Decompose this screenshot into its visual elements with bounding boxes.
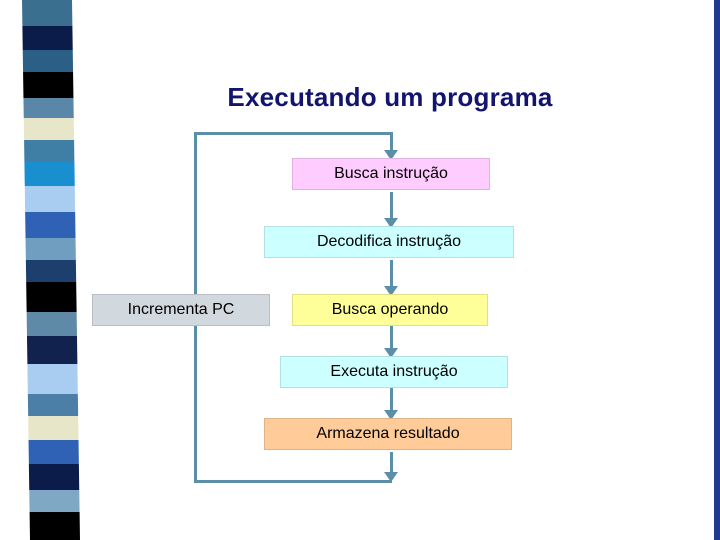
flow-node-label: Executa instrução	[330, 363, 458, 380]
arrow-to-executa-instrucao	[384, 348, 398, 358]
arrow-to-busca-instrucao	[384, 150, 398, 160]
loop-top-segment	[194, 132, 392, 135]
stripe-band-4	[0, 98, 95, 118]
flow-node-decodifica-instrucao[interactable]: Decodifica instrução	[264, 226, 519, 263]
flow-node-label: Busca instrução	[334, 165, 448, 182]
flow-node-incrementa-pc[interactable]: Incrementa PC	[92, 294, 275, 331]
arrow-to-loop-bottom-line	[390, 452, 393, 472]
loop-bottom-segment	[194, 480, 392, 483]
arrow-to-executa-instrucao-line	[390, 326, 393, 348]
arrow-to-busca-operando	[384, 286, 398, 296]
flow-node-busca-operando[interactable]: Busca operando	[292, 294, 493, 331]
arrow-to-loop-bottom	[384, 472, 398, 482]
right-vertical-rule	[714, 0, 720, 540]
arrow-to-decodifica-instrucao-line	[390, 192, 393, 218]
arrow-to-armazena-resultado-line	[390, 388, 393, 410]
stripe-band-2	[0, 50, 95, 72]
flow-node-armazena-resultado[interactable]: Armazena resultado	[264, 418, 517, 455]
arrow-to-armazena-resultado	[384, 410, 398, 420]
flow-node-label: Incrementa PC	[127, 301, 235, 318]
flow-node-label: Decodifica instrução	[316, 233, 462, 250]
arrow-to-decodifica-instrucao	[384, 218, 398, 228]
page-title: Executando um programa	[227, 82, 553, 112]
flow-node-executa-instrucao[interactable]: Executa instrução	[280, 356, 513, 393]
flow-node-label: Armazena resultado	[316, 425, 460, 442]
arrow-to-busca-instrucao-line	[390, 132, 393, 150]
left-color-stripe	[0, 0, 95, 540]
flow-node-label: Busca operando	[331, 301, 449, 318]
flow-node-busca-instrucao[interactable]: Busca instrução	[292, 158, 495, 195]
arrow-to-busca-operando-line	[390, 260, 393, 286]
